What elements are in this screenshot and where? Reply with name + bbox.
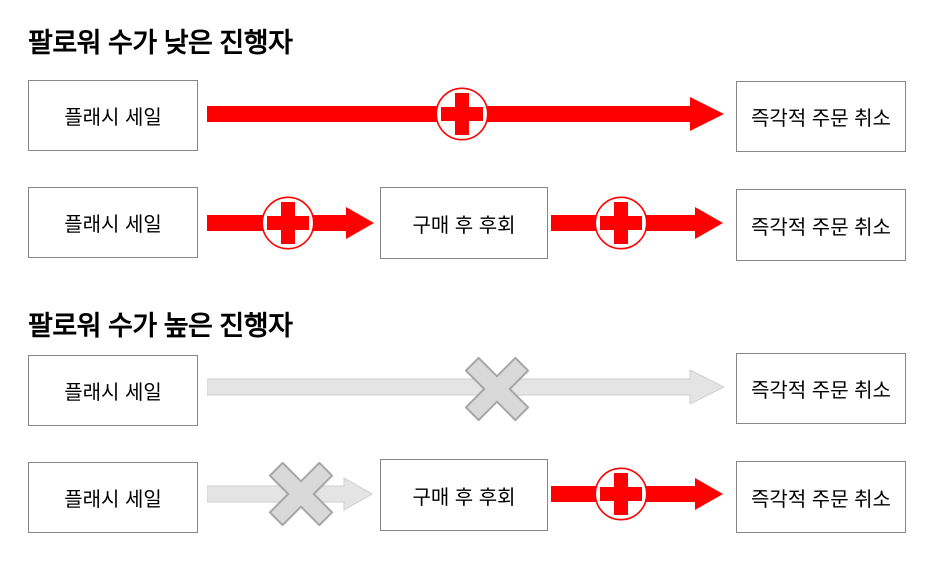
- section-title-low-followers: 팔로워 수가 낮은 진행자: [28, 28, 293, 58]
- section-title-high-followers: 팔로워 수가 높은 진행자: [28, 311, 293, 341]
- node-label: 플래시 세일: [64, 382, 162, 404]
- node-label: 즉각적 주문 취소: [751, 380, 891, 402]
- node-label: 즉각적 주문 취소: [751, 216, 891, 239]
- node-label: 플래시 세일: [64, 489, 162, 511]
- flash-sale-node: 플래시 세일: [28, 355, 198, 426]
- flash-sale-node: 플래시 세일: [28, 462, 198, 533]
- node-label: 즉각적 주문 취소: [751, 488, 891, 511]
- plus-icon: [435, 87, 489, 141]
- x-icon: [269, 462, 333, 526]
- regret-node: 구매 후 후회: [380, 187, 548, 259]
- regret-node: 구매 후 후회: [380, 459, 548, 531]
- node-label: 구매 후 후회: [412, 486, 516, 509]
- node-label: 플래시 세일: [64, 107, 162, 129]
- flash-sale-node: 플래시 세일: [28, 187, 198, 258]
- suppressed-arrow: [207, 370, 724, 404]
- order-cancel-node: 즉각적 주문 취소: [736, 189, 906, 261]
- x-icon: [465, 357, 529, 421]
- node-label: 구매 후 후회: [412, 214, 516, 237]
- plus-icon: [594, 196, 648, 250]
- order-cancel-node: 즉각적 주문 취소: [736, 81, 906, 152]
- node-label: 즉각적 주문 취소: [751, 108, 891, 130]
- flash-sale-node: 플래시 세일: [28, 80, 198, 151]
- order-cancel-node: 즉각적 주문 취소: [736, 353, 906, 424]
- plus-icon: [261, 196, 315, 250]
- order-cancel-node: 즉각적 주문 취소: [736, 461, 906, 533]
- node-label: 플래시 세일: [64, 214, 162, 236]
- plus-icon: [594, 467, 648, 521]
